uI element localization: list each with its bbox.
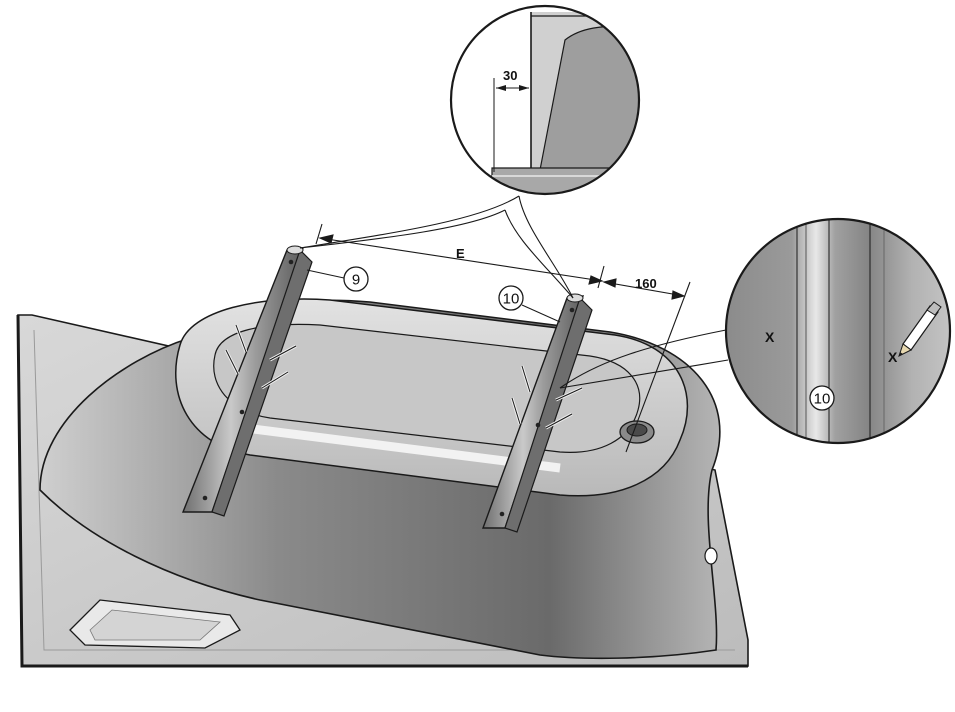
rail-left [181,245,313,517]
pencil-icon [898,301,942,357]
rail-right [481,293,593,533]
inset-offset-label: 30 [503,68,517,83]
mark-x-left: X [765,329,775,345]
dimension-160 [602,278,691,453]
callout-10-label: 10 [503,291,520,308]
screw-set-right [510,365,583,430]
mark-x-right: X [888,349,898,365]
inset-callout-10: 10 [809,385,835,411]
inset-right-magnifier: X X 10 [724,217,952,445]
callout-10: 10 [498,285,561,323]
dimension-e [315,223,605,289]
inset-top-magnifier: 30 [449,4,641,196]
screw-set-left [224,324,297,390]
dimension-e-label: E [456,246,465,261]
overflow-hole [704,547,718,565]
leader-right-inset [559,329,729,389]
tub-deck-edge [16,314,748,668]
dimension-160-label: 160 [635,276,657,291]
leader-top-inset [299,195,574,299]
drain-outlet [619,420,655,444]
inset-callout-10-label: 10 [814,391,831,408]
bathtub [16,298,749,668]
callout-9: 9 [306,266,369,292]
callout-9-label: 9 [352,272,360,289]
tub-deck-inner-line [33,329,735,651]
